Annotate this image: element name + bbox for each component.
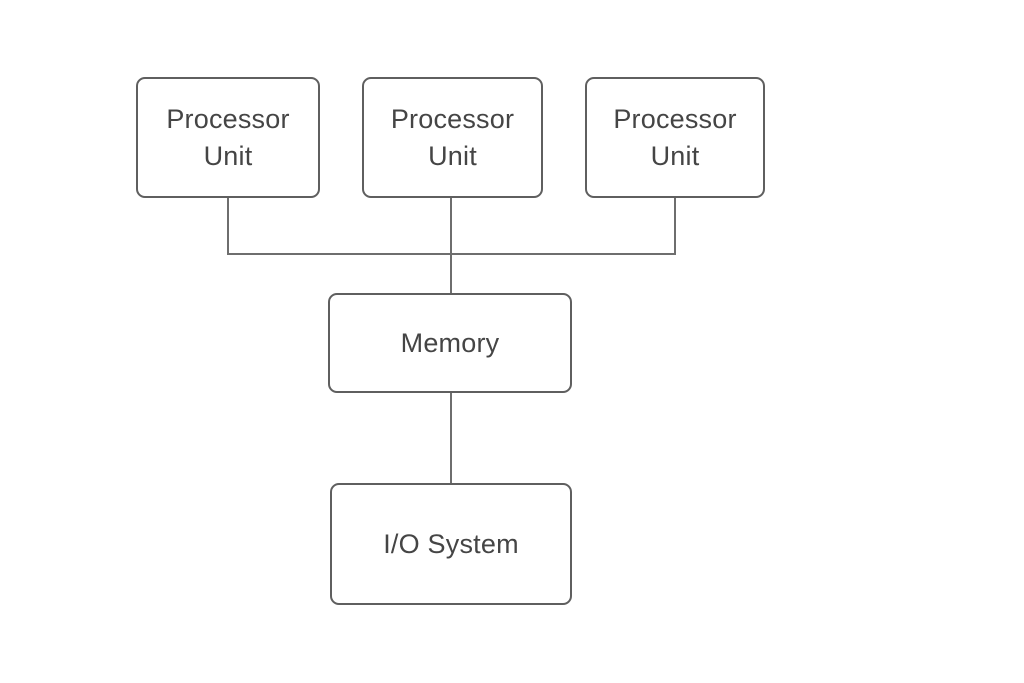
node-memory-label: Memory — [400, 327, 500, 358]
node-processor-unit-1: Processor Unit — [136, 77, 320, 198]
connector-processor1-to-bus — [227, 198, 229, 255]
node-processor-unit-1-label: Processor Unit — [166, 104, 290, 171]
connector-processor3-to-bus — [674, 198, 676, 255]
shared-bus-line — [227, 253, 676, 255]
node-processor-unit-3-label: Processor Unit — [613, 104, 737, 171]
node-processor-unit-2: Processor Unit — [362, 77, 543, 198]
node-memory: Memory — [328, 293, 572, 393]
node-io-system: I/O System — [330, 483, 572, 605]
connector-memory-to-io — [450, 393, 452, 483]
node-processor-unit-3: Processor Unit — [585, 77, 765, 198]
node-processor-unit-2-label: Processor Unit — [390, 104, 515, 171]
node-io-system-label: I/O System — [383, 528, 519, 559]
connector-processor2-to-memory — [450, 198, 452, 293]
